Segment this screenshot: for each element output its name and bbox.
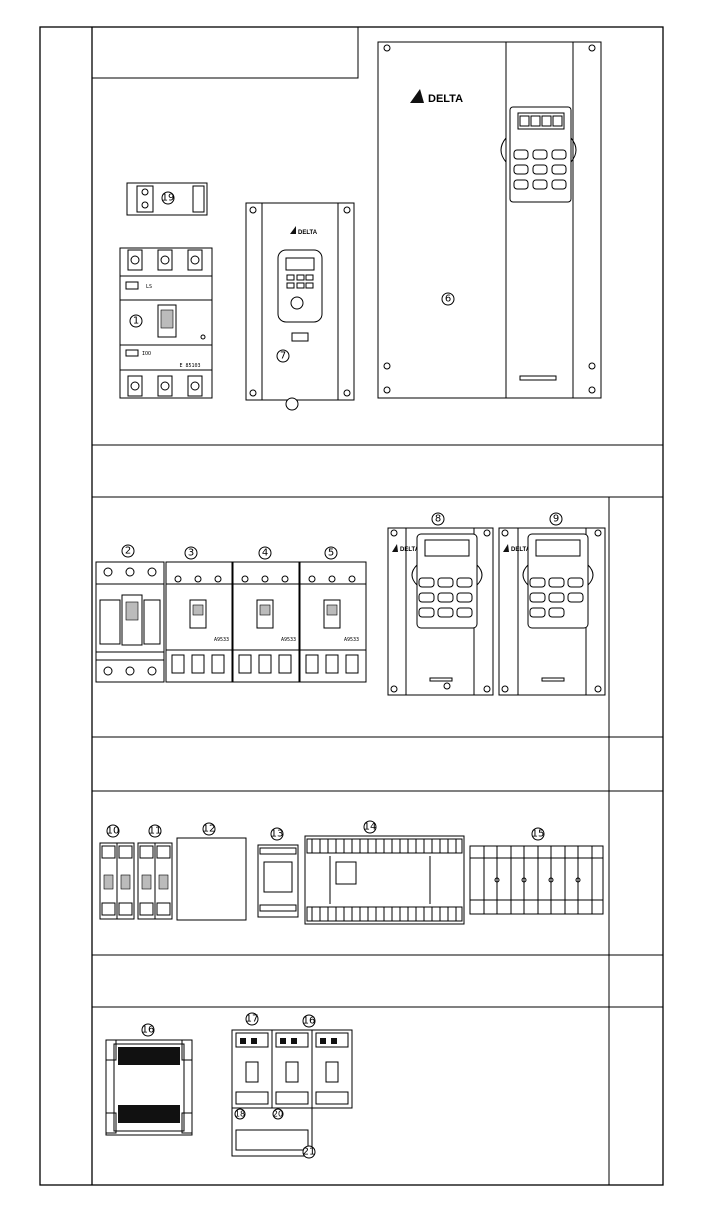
breaker-3-model: A9533	[214, 637, 229, 643]
callout-15: 15	[532, 829, 545, 840]
table-frame	[39, 26, 664, 1186]
breaker-group-2-5: 2 A9533 3	[95, 544, 367, 683]
callout-1: 1	[133, 316, 139, 327]
inverter-7-brand: DELTA	[298, 230, 318, 236]
callout-19: 19	[162, 193, 175, 204]
inverter-8-brand: DELTA	[400, 547, 420, 553]
mini-breaker-11: 11	[137, 824, 173, 920]
inverter-6-brand: DELTA	[428, 93, 463, 105]
callout-21: 21	[303, 1147, 316, 1158]
callout-16a: 16	[142, 1025, 155, 1036]
callout-4: 4	[262, 548, 268, 559]
callout-16b: 16	[303, 1016, 316, 1027]
inverter-6: DELTA 6	[377, 41, 602, 399]
callout-2: 2	[125, 546, 131, 557]
callout-17: 17	[246, 1014, 259, 1025]
inverter-7: DELTA 7	[245, 202, 355, 411]
terminal-block-19: 19	[126, 182, 208, 216]
breaker-1-brand: LS	[146, 284, 152, 290]
inverter-9-brand: DELTA	[511, 547, 531, 553]
breaker-4-model: A9533	[281, 637, 296, 643]
breaker-1-model: E 85103	[179, 363, 200, 369]
relay-terminals-15: 15	[469, 827, 604, 915]
callout-14: 14	[364, 822, 377, 833]
callout-7: 7	[280, 351, 286, 362]
breaker-1-rating: IOO	[142, 351, 151, 357]
callout-20: 20	[273, 1110, 283, 1119]
inverter-8: DELTA 8	[387, 512, 494, 696]
callout-6: 6	[445, 294, 451, 305]
callout-3: 3	[188, 548, 194, 559]
callout-12: 12	[203, 824, 216, 835]
plc-14: 14	[304, 820, 465, 925]
mini-breaker-10: 10	[99, 824, 135, 920]
power-supply-13: 13	[257, 827, 299, 918]
callout-9: 9	[553, 514, 559, 525]
callout-18: 18	[235, 1110, 245, 1119]
callout-8: 8	[435, 514, 441, 525]
inverter-9: DELTA 9	[498, 512, 606, 696]
callout-11: 11	[149, 826, 162, 837]
contactor-group: 17 16 18 20 21	[231, 1012, 353, 1159]
breaker-5-model: A9533	[344, 637, 359, 643]
callout-10: 10	[107, 826, 120, 837]
callout-5: 5	[328, 548, 334, 559]
main-breaker-1: LS 1 IOO E 85103	[119, 247, 213, 399]
callout-13: 13	[271, 829, 284, 840]
module-16: 16	[105, 1023, 193, 1136]
device-12: 12	[176, 822, 247, 921]
